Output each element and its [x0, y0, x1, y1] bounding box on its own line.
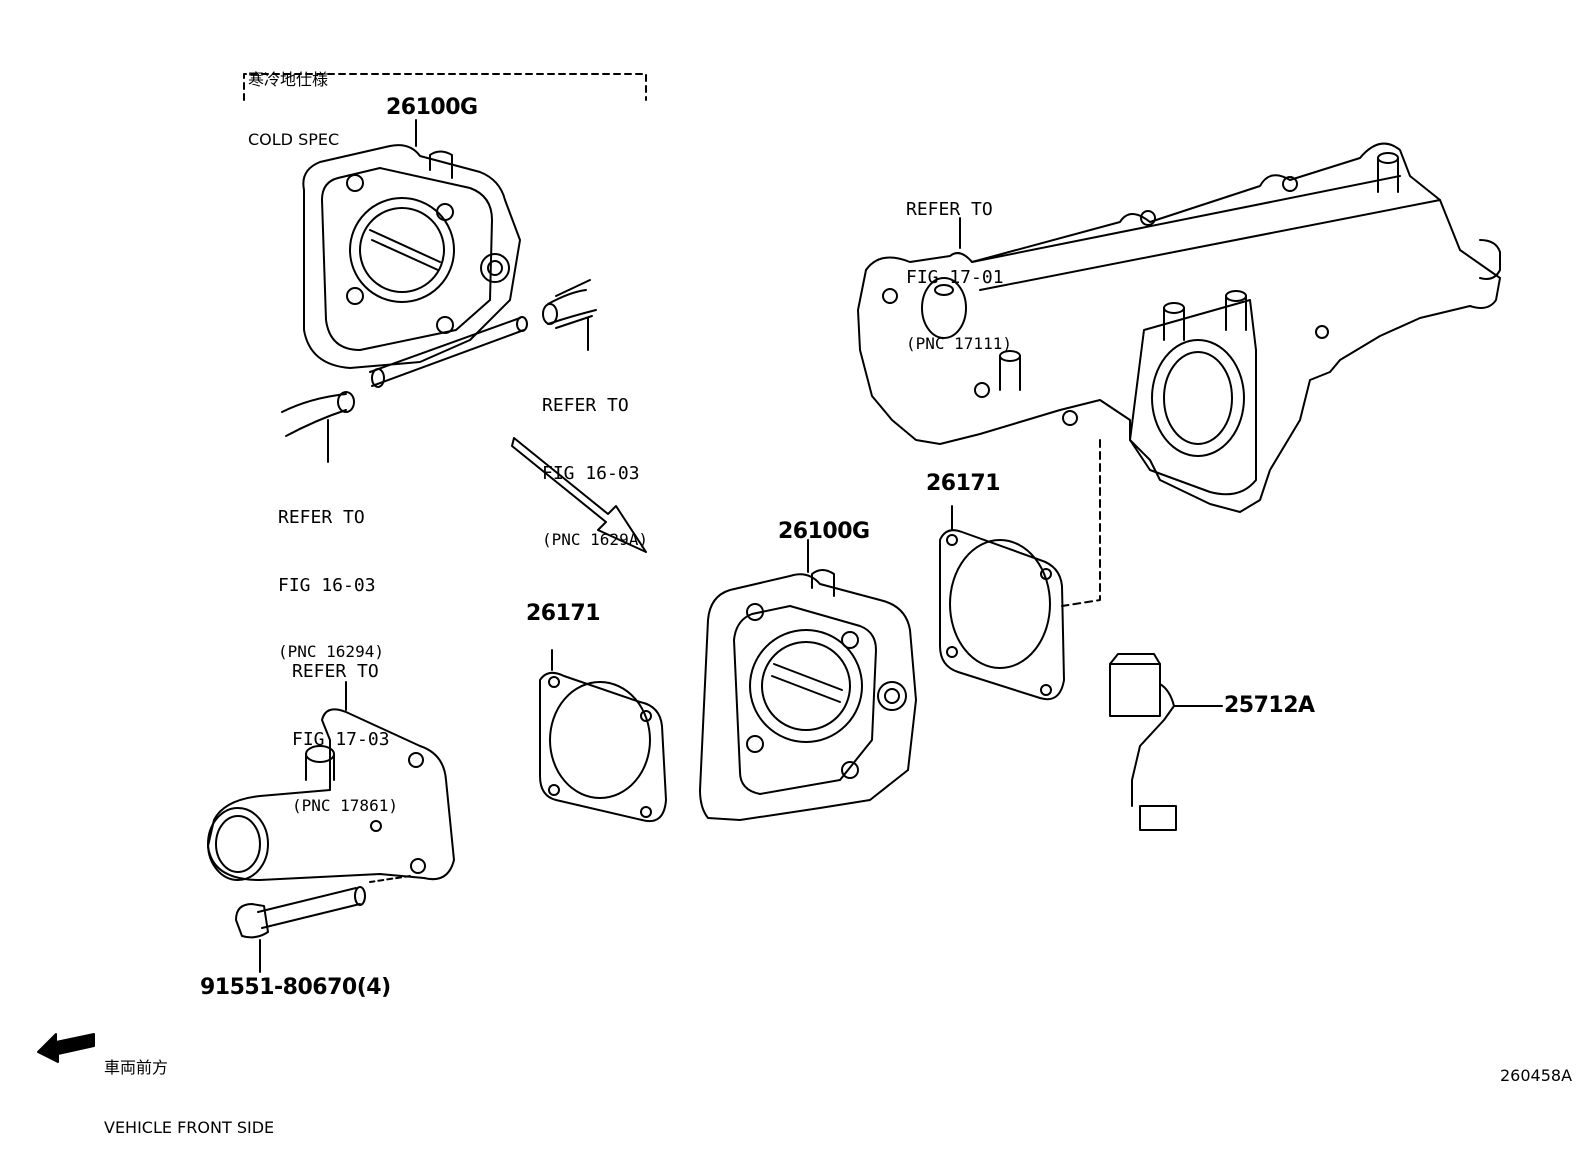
ref-hose-left-line2: FIG 16-03 — [278, 574, 376, 596]
part-number-gasket-right[interactable]: 26171 — [926, 471, 1001, 496]
ref-manifold-pnc: (PNC 17111) — [906, 334, 1012, 353]
throttle-body-top-drawing — [281, 119, 597, 437]
vehicle-front-arrow — [37, 1033, 95, 1063]
ref-water-inlet-line2: FIG 17-03 — [292, 728, 390, 750]
ref-manifold-line1: REFER TO — [906, 199, 993, 220]
part-number-throttle-body-top[interactable]: 26100G — [386, 95, 478, 120]
cold-spec-en: COLD SPEC — [248, 130, 340, 149]
gasket-right-drawing — [939, 505, 1065, 701]
ref-manifold-line2: FIG 17-01 — [906, 266, 1004, 288]
ref-hose-right-pnc: (PNC 1629A) — [542, 530, 648, 549]
ref-hose-right[interactable]: REFER TO FIG 16-03 (PNC 1629A) — [542, 350, 648, 573]
cold-spec-label: 寒冷地仕様 COLD SPEC — [248, 30, 339, 170]
part-number-throttle-body-main[interactable]: 26100G — [778, 519, 870, 544]
ref-hose-right-line1: REFER TO — [542, 395, 629, 416]
ref-hose-left-line1: REFER TO — [278, 507, 365, 528]
throttle-body-main-drawing — [699, 539, 917, 821]
gasket-left-drawing — [539, 649, 667, 822]
cold-spec-jp: 寒冷地仕様 — [248, 70, 329, 89]
figure-id: 260458A — [1500, 1066, 1573, 1085]
ref-water-inlet-line1: REFER TO — [292, 661, 379, 682]
ref-manifold[interactable]: REFER TO FIG 17-01 (PNC 17111) — [906, 154, 1012, 377]
vehicle-front-label: 車両前方 VEHICLE FRONT SIDE — [104, 1018, 274, 1158]
cold-spec-bracket — [243, 73, 647, 101]
part-number-gasket-left[interactable]: 26171 — [526, 601, 601, 626]
sensor-drawing — [1109, 653, 1223, 831]
part-number-sensor[interactable]: 25712A — [1224, 693, 1315, 718]
ref-hose-right-line2: FIG 16-03 — [542, 462, 640, 484]
ref-hose-left[interactable]: REFER TO FIG 16-03 (PNC 16294) — [278, 462, 384, 685]
intake-manifold-drawing — [857, 142, 1501, 607]
ref-water-inlet-pnc: (PNC 17861) — [292, 796, 398, 815]
parts-diagram — [37, 73, 1501, 1063]
vehicle-front-jp: 車両前方 — [104, 1058, 169, 1077]
assembly-arrow — [511, 437, 647, 553]
water-inlet-drawing — [207, 681, 455, 973]
ref-hose-left-pnc: (PNC 16294) — [278, 642, 384, 661]
ref-water-inlet[interactable]: REFER TO FIG 17-03 (PNC 17861) — [292, 616, 398, 839]
part-number-bolt[interactable]: 91551-80670(4) — [200, 975, 391, 1000]
vehicle-front-en: VEHICLE FRONT SIDE — [104, 1118, 275, 1137]
